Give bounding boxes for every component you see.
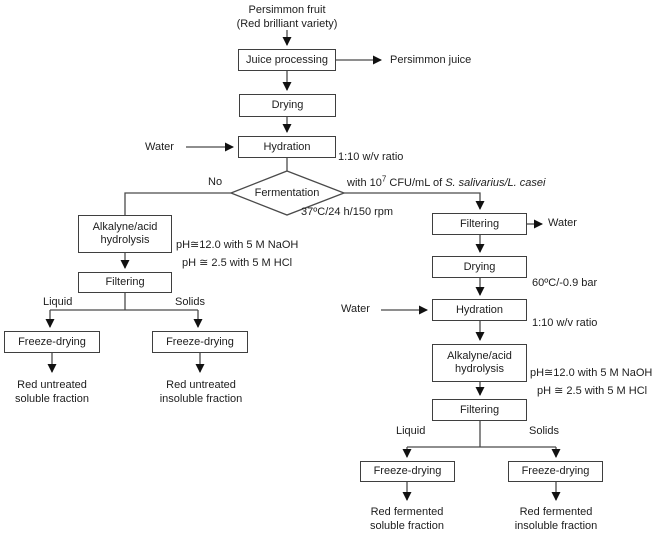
filtering-box-right-2: Filtering [432, 399, 527, 421]
fermentation-label: Fermentation [254, 187, 320, 199]
source-line2: (Red brilliant variety) [236, 18, 338, 30]
water-output-label: Water [548, 217, 577, 229]
water-input-label-1: Water [145, 141, 174, 153]
hydrolysis-box-left: Alkalyne/acid hydrolysis [78, 215, 172, 253]
fermentation-no-label: No [208, 176, 223, 188]
fermentation-diamond [229, 170, 346, 216]
drying-box-right: Drying [432, 256, 527, 278]
solids-label-left: Solids [175, 296, 205, 308]
filtering-box-left: Filtering [78, 272, 172, 293]
connector-yes-branch [344, 192, 485, 210]
source-label: Persimmon fruit (Red brilliant variety) [200, 3, 374, 31]
liquid-label-left: Liquid [43, 296, 73, 308]
hydrolysis-box-right: Alkalyne/acid hydrolysis [432, 344, 527, 382]
yes-label-middle: CFU/mL of [386, 177, 446, 189]
freeze-drying-box-left-liquid: Freeze-drying [4, 331, 100, 353]
yes-label-prefix: with 10 [347, 177, 382, 189]
output-line1: Red untreated [17, 379, 87, 391]
ratio-note-1: 1:10 w/v ratio [338, 151, 404, 163]
source-line1: Persimmon fruit [248, 4, 326, 16]
freeze-drying-box-right-solids: Freeze-drying [508, 461, 603, 482]
drying-box-1: Drying [239, 94, 336, 117]
hydration-box-right: Hydration [432, 299, 527, 321]
output-line2: soluble fraction [15, 393, 89, 405]
output-red-fermented-insoluble: Red fermented insoluble fraction [502, 505, 610, 533]
fermentation-conditions-label: 37ºC/24 h/150 rpm [301, 206, 394, 218]
yes-label-species: S. salivarius/L. casei [445, 177, 546, 189]
fermentation-yes-label: with 107 CFU/mL of S. salivarius/L. case… [347, 174, 546, 190]
output-line1: Red fermented [519, 506, 593, 518]
output-red-untreated-soluble: Red untreated soluble fraction [2, 378, 102, 406]
output-red-fermented-soluble: Red fermented soluble fraction [357, 505, 457, 533]
connector-no-branch [124, 192, 231, 215]
freeze-drying-box-left-solids: Freeze-drying [152, 331, 248, 353]
drying-conditions-note: 60ºC/-0.9 bar [532, 277, 598, 289]
hydration-box-1: Hydration [238, 136, 336, 158]
output-line2: insoluble fraction [159, 393, 243, 405]
filtering-box-right-1: Filtering [432, 213, 527, 235]
juice-processing-box: Juice processing [238, 49, 336, 71]
ph-naoh-note-left: pH≅12.0 with 5 M NaOH [176, 239, 299, 251]
ph-hcl-note-right: pH ≅ 2.5 with 5 M HCl [537, 385, 648, 397]
ph-hcl-note-left: pH ≅ 2.5 with 5 M HCl [182, 257, 293, 269]
freeze-drying-box-right-liquid: Freeze-drying [360, 461, 455, 482]
liquid-label-right: Liquid [396, 425, 426, 437]
ratio-note-right: 1:10 w/v ratio [532, 317, 598, 329]
yes-label-exponent: 7 [381, 174, 387, 184]
water-input-label-right: Water [341, 303, 370, 315]
output-red-untreated-insoluble: Red untreated insoluble fraction [148, 378, 254, 406]
output-line1: Red untreated [166, 379, 236, 391]
persimmon-juice-label: Persimmon juice [390, 54, 472, 66]
solids-label-right: Solids [529, 425, 559, 437]
output-line2: insoluble fraction [514, 520, 598, 532]
ph-naoh-note-right: pH≅12.0 with 5 M NaOH [530, 367, 653, 379]
output-line2: soluble fraction [370, 520, 444, 532]
output-line1: Red fermented [370, 506, 444, 518]
